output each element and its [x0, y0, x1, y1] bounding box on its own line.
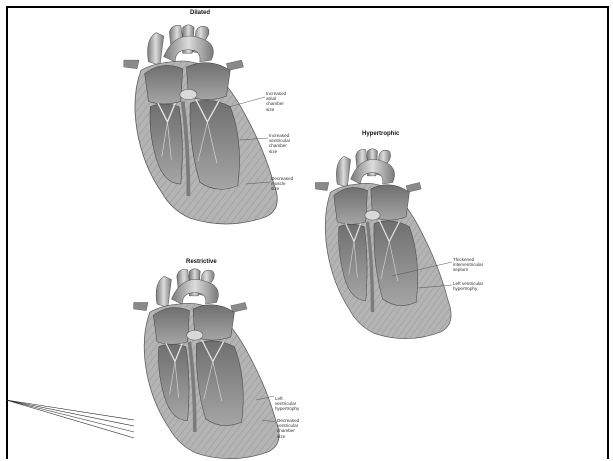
label-thickened-interventricular-septum: Thickened interventricular septum	[453, 257, 493, 273]
label-left-ventricular-hypertrophy-restrictive: Left ventricular hypertrophy	[275, 396, 309, 412]
title-restrictive: Restrictive	[186, 259, 217, 265]
label-increased-atrial-chamber-size: Increased atrial chamber size	[266, 91, 300, 112]
restrictive-heart-illustration	[134, 269, 279, 459]
dilated-heart-illustration	[124, 25, 277, 224]
label-increased-ventricular-chamber-size: Increased ventricular chamber size	[269, 133, 303, 154]
title-dilated: Dilated	[190, 10, 210, 16]
hypertrophic-heart-illustration	[315, 149, 451, 339]
label-decreased-muscle-size: Decreased muscle size	[271, 176, 305, 192]
label-decreased-ventricular-chamber-size: Decreased ventricular chamber size	[277, 418, 311, 439]
pointer-lines	[6, 400, 134, 438]
title-hypertrophic: Hypertrophic	[362, 131, 399, 137]
label-left-ventricular-hypertrophy-hypertrophic: Left ventricular hypertrophy	[453, 281, 493, 291]
